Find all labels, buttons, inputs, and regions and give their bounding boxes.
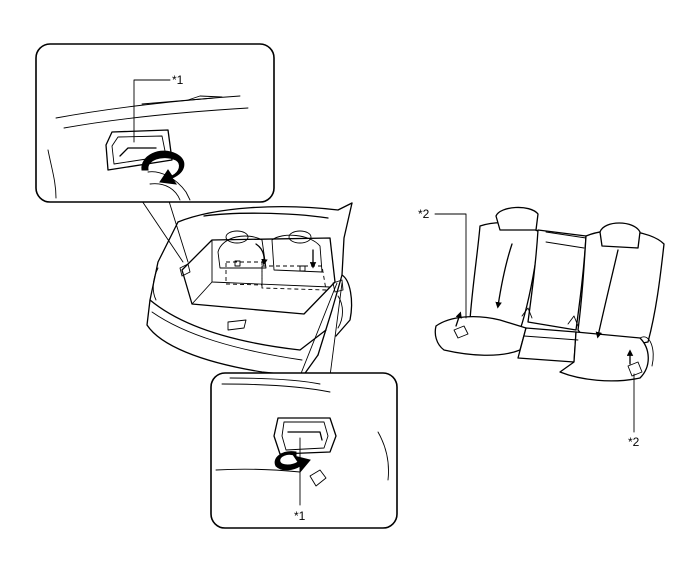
rotate-arrow-icon: [274, 451, 311, 474]
lever-up-arrow-icon: [455, 311, 634, 365]
bottom-detail-callout: *1: [294, 509, 306, 523]
rotate-arrow-icon: [141, 150, 185, 185]
detail-box-top: *1: [35, 43, 275, 203]
seat-right-callout: *2: [628, 435, 640, 449]
rear-seat-illustration: *2 *2: [418, 206, 665, 449]
seat-left-callout: *2: [418, 207, 430, 221]
vehicle-rear-illustration: [139, 197, 353, 377]
detail-box-bottom: *1: [210, 372, 398, 529]
top-detail-callout: *1: [172, 73, 184, 87]
fold-down-arrow-icon: [495, 243, 619, 339]
